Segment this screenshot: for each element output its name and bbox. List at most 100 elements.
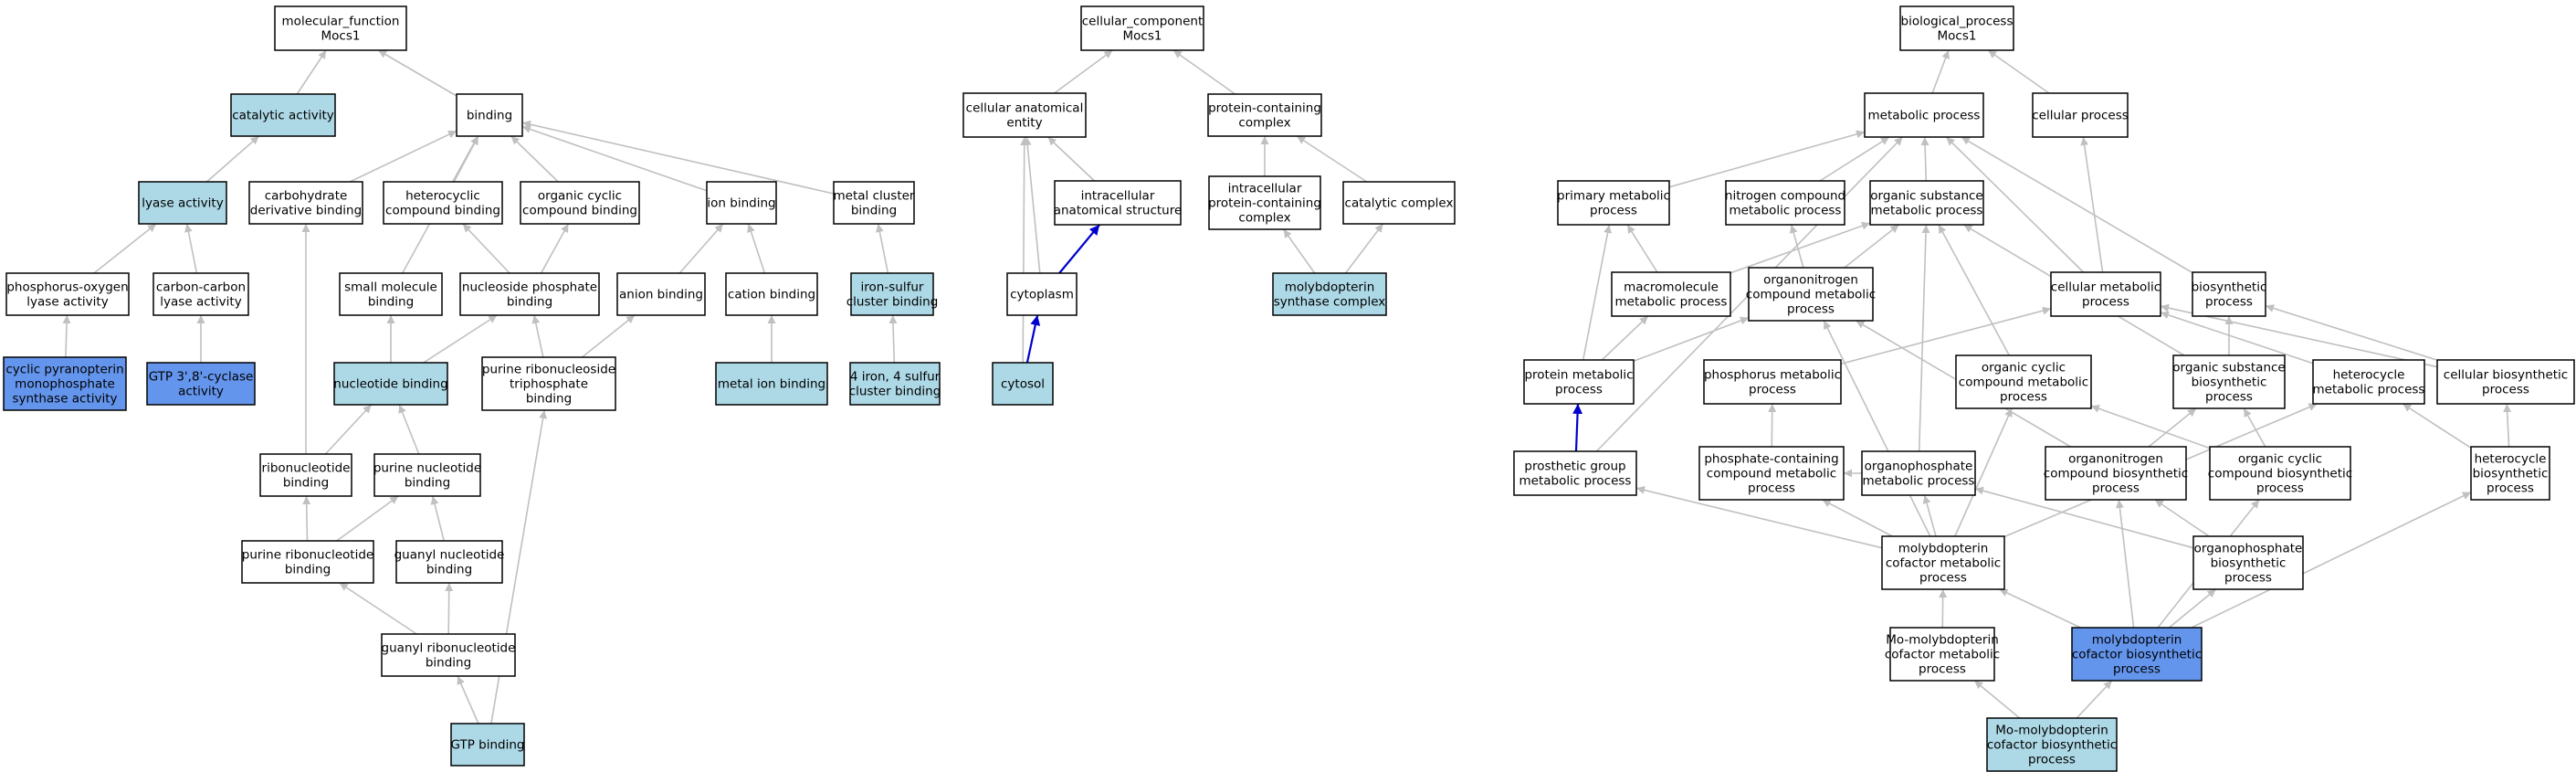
node-catalytic_complex[interactable]: catalytic complex — [1342, 181, 1456, 225]
node-box — [715, 362, 828, 406]
node-label: small molecule — [344, 280, 437, 295]
node-label: carbohydrate — [265, 189, 348, 204]
edge-moco_bio-to-organophos_bio — [2168, 588, 2217, 629]
node-anion[interactable]: anion binding — [616, 272, 706, 316]
node-label: protein-containing — [1208, 196, 1321, 211]
node-box — [1208, 175, 1321, 230]
node-cellular_proc[interactable]: cellular process — [2032, 92, 2129, 138]
node-box — [1861, 450, 1976, 496]
node-label: process — [1919, 662, 1966, 677]
node-label: process — [2205, 390, 2253, 405]
node-label: intracellular — [1081, 189, 1155, 204]
node-label: compound biosynthetic — [2044, 467, 2188, 481]
node-catalytic[interactable]: catalytic activity — [230, 93, 336, 137]
node-label: iron-sulfur — [861, 280, 924, 295]
node-cpmp[interactable]: cyclic pyranopterinmonophosphatesynthase… — [3, 356, 127, 411]
node-label: ion binding — [707, 196, 775, 211]
edge-purine_rnt_tp-to-anion — [581, 314, 636, 358]
node-label: nucleoside phosphate — [462, 280, 597, 295]
node-label: protein-containing — [1208, 101, 1321, 116]
node-box — [450, 723, 525, 767]
node-ion_bind[interactable]: ion binding — [706, 181, 777, 225]
node-box — [2071, 627, 2203, 682]
node-label: organic substance — [1870, 189, 1982, 204]
node-cytoplasm[interactable]: cytoplasm — [1006, 272, 1078, 316]
node-label: cellular biosynthetic — [2444, 368, 2568, 383]
node-box — [1054, 180, 1182, 226]
edge-cellular_proc-to-bp_root — [1987, 49, 2050, 94]
node-label: cofactor metabolic — [1886, 556, 2001, 571]
node-nucleotide[interactable]: nucleotide binding — [333, 362, 448, 406]
node-cytosol[interactable]: cytosol — [992, 362, 1054, 406]
node-label: cellular anatomical — [966, 101, 1084, 116]
edge-org_cyclic_bio-to-org_cyclic_met — [2090, 405, 2211, 449]
node-label: entity — [1006, 116, 1042, 131]
node-cation[interactable]: cation binding — [725, 272, 818, 316]
node-box — [2050, 271, 2161, 317]
node-label: synthase complex — [1274, 295, 1386, 310]
node-metabolic[interactable]: metabolic process — [1864, 92, 1984, 138]
node-box — [146, 362, 256, 406]
node-label: biosynthetic — [2192, 280, 2267, 295]
node-box — [520, 181, 640, 225]
node-binding[interactable]: binding — [456, 93, 523, 137]
edge-cell_bio-to-biosynthetic — [2265, 304, 2438, 361]
node-box — [2209, 446, 2351, 501]
node-label: process — [1787, 302, 1835, 317]
node-lyase[interactable]: lyase activity — [138, 181, 227, 225]
node-label: heterocycle — [2333, 368, 2405, 383]
node-metal_ion[interactable]: metal ion binding — [715, 362, 828, 406]
node-gtp_bind[interactable]: GTP binding — [450, 723, 525, 767]
